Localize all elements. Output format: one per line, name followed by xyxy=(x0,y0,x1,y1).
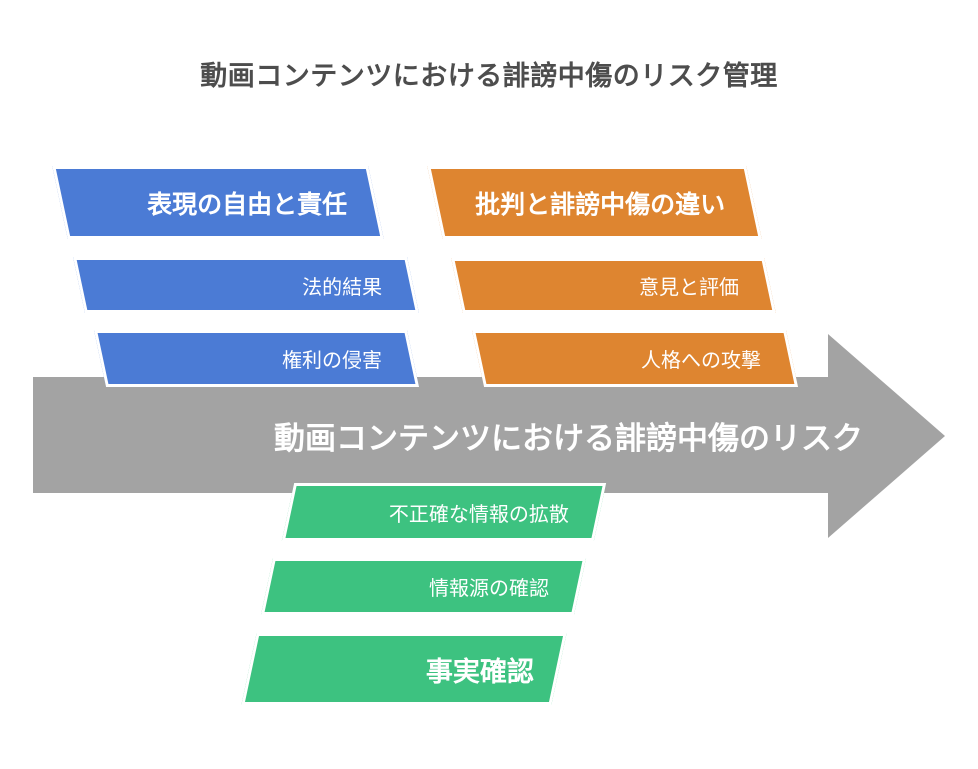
main-arrow-label: 動画コンテンツにおける誹謗中傷のリスク xyxy=(274,420,863,456)
left-group-header: 表現の自由と責任 xyxy=(52,166,384,239)
right-group-item-opinion-label: 意見と評価 xyxy=(639,277,739,299)
bottom-group-header: 事実確認 xyxy=(241,633,567,705)
left-group-item-rights-label: 権利の侵害 xyxy=(282,350,382,372)
bottom-group-header-label: 事実確認 xyxy=(426,656,534,687)
main-arrow-head-icon xyxy=(828,334,945,538)
bottom-group-item-sources-label: 情報源の確認 xyxy=(429,578,549,600)
bottom-group-item-sources: 情報源の確認 xyxy=(260,558,587,615)
right-group-item-opinion: 意見と評価 xyxy=(451,258,776,313)
right-group-item-attack-label: 人格への攻撃 xyxy=(641,350,761,372)
main-arrow-shaft xyxy=(33,377,828,493)
diagram-title: 動画コンテンツにおける誹謗中傷のリスク管理 xyxy=(200,61,778,91)
right-group-header-label: 批判と誹謗中傷の違い xyxy=(474,190,725,219)
left-group-item-legal: 法的結果 xyxy=(73,257,419,313)
bottom-group-item-misinformation-label: 不正確な情報の拡散 xyxy=(389,503,569,526)
left-group-item-legal-label: 法的結果 xyxy=(302,276,382,299)
right-group-header: 批判と誹謗中傷の違い xyxy=(427,166,762,239)
left-group-header-label: 表現の自由と責任 xyxy=(146,190,347,219)
